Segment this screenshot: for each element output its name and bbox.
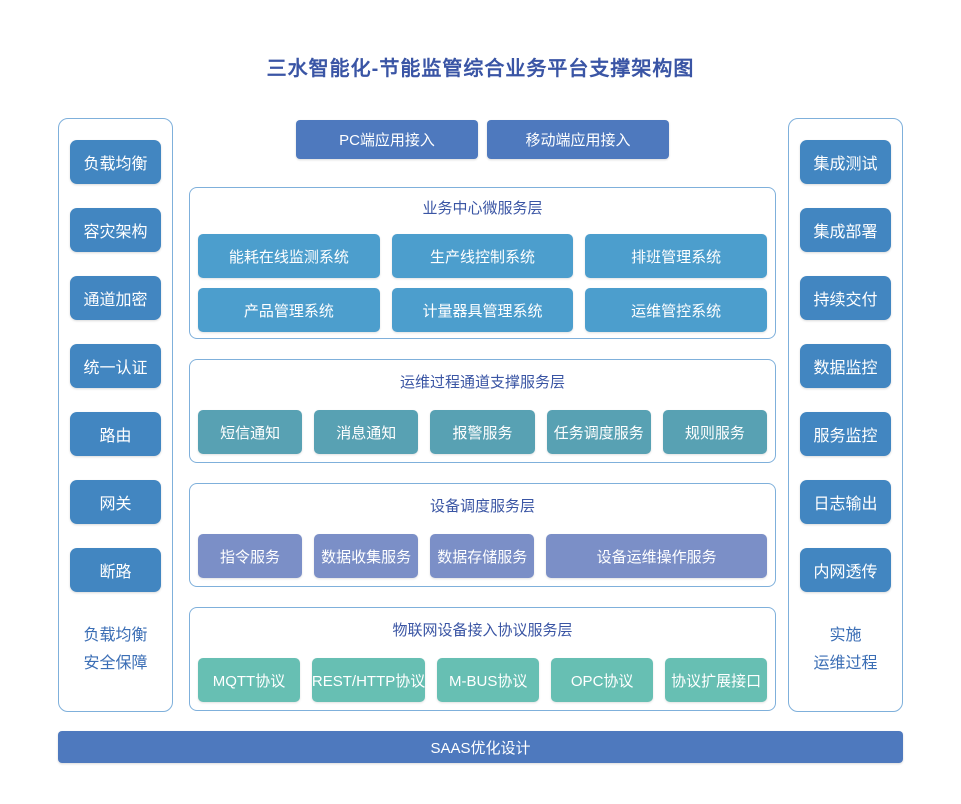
right-panel-caption-line1: 实施 — [829, 627, 862, 644]
right-panel-item-integration-test: 集成测试 — [800, 140, 891, 184]
layer-box-sms-notify: 短信通知 — [198, 410, 303, 454]
layer-box-alarm-service: 报警服务 — [430, 410, 535, 454]
left-panel-item-disaster-recovery: 容灾架构 — [70, 208, 161, 252]
right-panel-item-intranet-passthrough: 内网透传 — [800, 548, 891, 592]
layer-box-data-collection-service: 数据收集服务 — [314, 534, 419, 578]
right-panel-caption: 实施 运维过程 — [789, 622, 902, 678]
layer-box-production-line-control: 生产线控制系统 — [391, 234, 574, 278]
left-panel-item-channel-encryption: 通道加密 — [70, 276, 161, 320]
layer-box-opc-protocol: OPC协议 — [551, 658, 654, 702]
layer-row: 短信通知 消息通知 报警服务 任务调度服务 规则服务 — [198, 410, 768, 454]
layer-row: MQTT协议 REST/HTTP协议 M-BUS协议 OPC协议 协议扩展接口 — [198, 658, 768, 702]
layer-row: 能耗在线监测系统 生产线控制系统 排班管理系统 — [198, 234, 768, 278]
access-button-row: PC端应用接入 移动端应用接入 — [189, 120, 776, 159]
page-title: 三水智能化-节能监管综合业务平台支撑架构图 — [266, 58, 695, 80]
layer-device-scheduling: 设备调度服务层 指令服务 数据收集服务 数据存储服务 设备运维操作服务 — [189, 483, 776, 587]
saas-footer-bar: SAAS优化设计 — [58, 731, 903, 763]
layer-device-scheduling-title: 设备调度服务层 — [429, 498, 535, 515]
layer-box-shift-management: 排班管理系统 — [585, 234, 768, 278]
layer-iot-protocol: 物联网设备接入协议服务层 MQTT协议 REST/HTTP协议 M-BUS协议 … — [189, 607, 776, 711]
left-panel-caption-line2: 安全保障 — [83, 655, 148, 672]
layer-row: 指令服务 数据收集服务 数据存储服务 设备运维操作服务 — [198, 534, 768, 578]
layer-business-microservices: 业务中心微服务层 能耗在线监测系统 生产线控制系统 排班管理系统 产品管理系统 … — [189, 187, 776, 339]
left-panel-caption: 负载均衡 安全保障 — [59, 622, 172, 678]
layer-box-task-scheduling-service: 任务调度服务 — [546, 410, 651, 454]
left-panel-item-gateway: 网关 — [70, 480, 161, 524]
right-panel-item-integration-deploy: 集成部署 — [800, 208, 891, 252]
right-panel-item-service-monitoring: 服务监控 — [800, 412, 891, 456]
layer-box-product-management: 产品管理系统 — [198, 288, 380, 332]
mobile-access-button: 移动端应用接入 — [487, 120, 669, 159]
layer-ops-channel-support: 运维过程通道支撑服务层 短信通知 消息通知 报警服务 任务调度服务 规则服务 — [189, 359, 776, 463]
layer-box-rest-http-protocol: REST/HTTP协议 — [311, 658, 426, 702]
layer-iot-protocol-title: 物联网设备接入协议服务层 — [392, 622, 573, 639]
layer-box-ops-control: 运维管控系统 — [585, 288, 768, 332]
layer-box-data-storage-service: 数据存储服务 — [430, 534, 535, 578]
layer-box-metering-instrument-management: 计量器具管理系统 — [391, 288, 574, 332]
layer-box-command-service: 指令服务 — [198, 534, 303, 578]
layer-box-rule-service: 规则服务 — [662, 410, 768, 454]
layer-business-microservices-title: 业务中心微服务层 — [422, 200, 543, 217]
right-panel-item-data-monitoring: 数据监控 — [800, 344, 891, 388]
layer-box-message-notify: 消息通知 — [314, 410, 419, 454]
layer-box-device-ops-operation-service: 设备运维操作服务 — [546, 534, 768, 578]
layer-row: 产品管理系统 计量器具管理系统 运维管控系统 — [198, 288, 768, 332]
left-infrastructure-panel: 负载均衡 容灾架构 通道加密 统一认证 路由 网关 断路 负载均衡 安全保障 — [58, 118, 173, 712]
left-panel-item-routing: 路由 — [70, 412, 161, 456]
left-panel-item-circuit-break: 断路 — [70, 548, 161, 592]
left-panel-item-load-balance: 负载均衡 — [70, 140, 161, 184]
right-devops-panel: 集成测试 集成部署 持续交付 数据监控 服务监控 日志输出 内网透传 实施 运维… — [788, 118, 903, 712]
layer-ops-channel-support-title: 运维过程通道支撑服务层 — [399, 374, 565, 391]
pc-access-button: PC端应用接入 — [296, 120, 478, 159]
layer-box-energy-monitoring: 能耗在线监测系统 — [198, 234, 380, 278]
layer-box-mqtt-protocol: MQTT协议 — [198, 658, 300, 702]
right-panel-item-log-output: 日志输出 — [800, 480, 891, 524]
left-panel-caption-line1: 负载均衡 — [83, 627, 148, 644]
left-panel-item-unified-auth: 统一认证 — [70, 344, 161, 388]
right-panel-item-continuous-delivery: 持续交付 — [800, 276, 891, 320]
layer-box-mbus-protocol: M-BUS协议 — [437, 658, 540, 702]
right-panel-caption-line2: 运维过程 — [813, 655, 878, 672]
layer-box-protocol-extension-interface: 协议扩展接口 — [665, 658, 768, 702]
